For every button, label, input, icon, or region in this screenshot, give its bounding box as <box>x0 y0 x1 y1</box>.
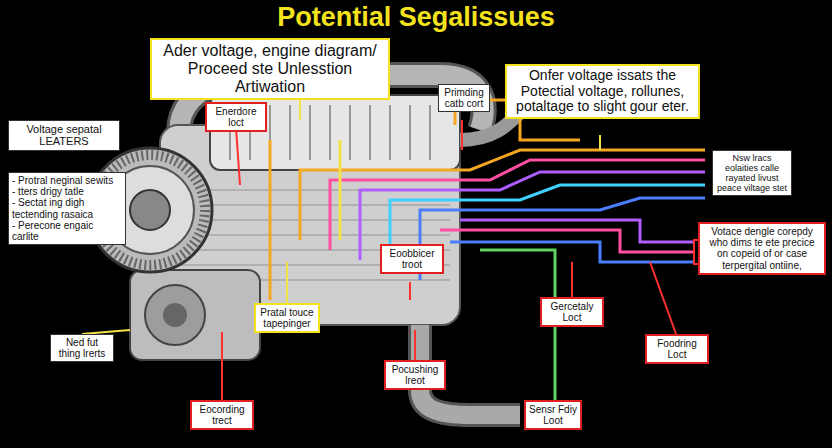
callout-text: Foodring Loct <box>650 338 704 360</box>
leader-lines-part <box>461 120 463 150</box>
callout-text: Pratal touce tapepinger <box>259 307 315 329</box>
leader-lines-part <box>221 332 223 400</box>
engine-drawing <box>88 54 560 415</box>
callout-box: Ader voltage, engine diagram/ Proceed st… <box>150 38 390 100</box>
engine-drawing-part <box>145 285 205 345</box>
callout-label: Ned fut thing lrerts <box>50 334 114 362</box>
leader-lines-part <box>599 135 601 150</box>
callout-text: Primding catb cort <box>442 87 486 109</box>
leader-lines-part <box>299 100 301 120</box>
callout-text: - Protral neginal sewits <box>12 175 122 186</box>
engine-drawing-part <box>210 95 460 170</box>
wire-harness-part <box>450 242 694 262</box>
leader-lines-part <box>650 262 676 334</box>
callout-text: Gercetaly Loct <box>545 301 599 323</box>
wire-harness-part <box>269 140 272 300</box>
leader-lines <box>82 100 700 400</box>
callout-text: Eocording trect <box>195 404 249 426</box>
engine-drawing-part <box>130 190 170 230</box>
engine-drawing-part <box>130 270 260 360</box>
callout-text: Votace dengle corepdy who dims te ete pr… <box>703 226 821 271</box>
callout-label: Eocording trect <box>190 400 254 430</box>
leader-lines-part <box>409 282 411 300</box>
callout-text: Enerdore loct <box>210 106 262 128</box>
callout-box: Votace dengle corepdy who dims te ete pr… <box>698 222 826 275</box>
engine-drawing-part <box>163 303 187 327</box>
leader-lines-part <box>236 128 240 185</box>
callout-box: Nsw lracs eolaities calle rayated livust… <box>712 150 792 196</box>
wire-harness-part <box>339 140 342 240</box>
callout-text: Eoobbicer troot <box>385 248 439 270</box>
callout-label: Primding catb cort <box>438 84 490 112</box>
callout-label: Pratal touce tapepinger <box>254 303 320 333</box>
callout-text: Voltage sepatal LEATERS <box>12 123 116 148</box>
wire-harness <box>270 100 705 400</box>
callout-text: Ader voltage, engine diagram/ Proceed st… <box>155 42 385 96</box>
callout-label: Foodring Loct <box>645 334 709 364</box>
leader-lines-part <box>286 262 288 303</box>
callout-text: Onfer voltage issats the Potectial volta… <box>510 68 695 115</box>
callout-text: - Sectat ing digh tectending rasaica <box>12 197 122 219</box>
wire-harness-part <box>420 198 705 280</box>
callout-box: Voltage sepatal LEATERS <box>8 120 120 151</box>
engine-drawing-part <box>180 190 450 280</box>
callout-box: Onfer voltage issats the Potectial volta… <box>505 64 700 119</box>
callout-label: Eoobbicer troot <box>380 244 444 274</box>
callout-text: Ned fut thing lrerts <box>54 337 110 359</box>
callout-label: Sensr Fdiy Loot <box>524 400 582 430</box>
callout-text: Pocushing lreot <box>389 364 441 386</box>
callout-text: Sensr Fdiy Loot <box>529 404 577 426</box>
leader-lines-part <box>414 330 416 360</box>
callout-label: Pocushing lreot <box>384 360 446 390</box>
callout-label: Enerdore loct <box>205 102 267 132</box>
diagram-title: Potential Segalissues <box>0 2 832 33</box>
callout-text: - tters drigy tatle <box>12 186 122 197</box>
list-box: - Protral neginal sewits- tters drigy ta… <box>8 172 126 245</box>
callout-label: Gercetaly Loct <box>540 297 604 327</box>
callout-text: Nsw lracs eolaities calle rayated livust… <box>716 153 788 193</box>
callout-text: - Perecone engaic carlite <box>12 220 122 242</box>
leader-lines-part <box>571 262 573 297</box>
wire-harness-part <box>460 220 694 242</box>
